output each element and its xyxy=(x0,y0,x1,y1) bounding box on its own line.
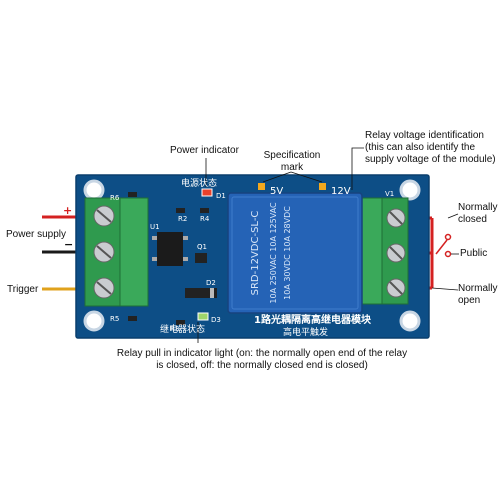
output-terminal-block xyxy=(359,197,409,305)
spec-pad-12v xyxy=(319,183,326,190)
power-led xyxy=(201,188,213,197)
relay-rating-1: 10A 250VAC 10A 125VAC xyxy=(269,202,278,304)
board-subtitle: 高电平触发 xyxy=(283,326,328,338)
screw-icon xyxy=(386,243,406,263)
silk-v1: V1 xyxy=(385,190,394,198)
spec-pad-5v xyxy=(258,183,265,190)
relay-model-text: SRD-12VDC-SL-C xyxy=(250,211,261,296)
silk-d3: D3 xyxy=(211,316,221,324)
silk-d2: D2 xyxy=(206,279,216,287)
silk-r3: R3 xyxy=(170,325,179,333)
relay-status-text: 继电器状态 xyxy=(160,323,205,335)
label-5v: 5V xyxy=(270,186,283,197)
relay-component xyxy=(227,192,363,314)
mounting-holes xyxy=(83,179,421,332)
minus-sign: − xyxy=(64,238,73,251)
relay-pull-in-label: Relay pull in indicator light (on: the n… xyxy=(116,348,408,371)
relay-printing: SRD-12VDC-SL-C 10A 250VAC 10A 125VAC 10A… xyxy=(250,202,292,304)
specification-mark-label: Specification mark xyxy=(263,150,321,173)
plus-sign: + xyxy=(63,204,72,217)
silk-r5: R5 xyxy=(110,315,119,323)
silk-u1: U1 xyxy=(150,223,160,231)
silk-r4: R4 xyxy=(200,215,210,223)
input-terminal-block xyxy=(84,197,149,307)
relay-led xyxy=(197,312,209,321)
relay-voltage-label: Relay voltage identification (this can a… xyxy=(365,130,496,165)
silk-r2: R2 xyxy=(178,215,187,223)
power-indicator-label: Power indicator xyxy=(170,145,239,156)
public-label: Public xyxy=(460,248,488,259)
board-title: 1路光耦隔离高继电器模块 xyxy=(254,313,372,326)
silk-q1: Q1 xyxy=(197,243,207,251)
silk-d1: D1 xyxy=(216,192,226,200)
relay-rating-2: 10A 30VDC 10A 28VDC xyxy=(283,206,292,300)
screw-icon xyxy=(93,205,115,227)
power-supply-label: Power supply xyxy=(6,229,67,240)
silk-r6: R6 xyxy=(110,194,120,202)
normally-closed-label: Normally closed xyxy=(458,202,498,225)
power-status-text: 电源状态 xyxy=(181,177,217,189)
label-12v: 12V xyxy=(331,186,351,197)
switch-symbol xyxy=(435,233,452,258)
screw-icon xyxy=(386,278,406,298)
optocoupler-chip xyxy=(157,232,183,266)
screw-icon xyxy=(386,208,406,228)
screw-icon xyxy=(93,277,115,299)
normally-open-label: Normally open xyxy=(458,283,498,306)
trigger-label: Trigger xyxy=(7,284,39,295)
screw-icon xyxy=(93,241,115,263)
